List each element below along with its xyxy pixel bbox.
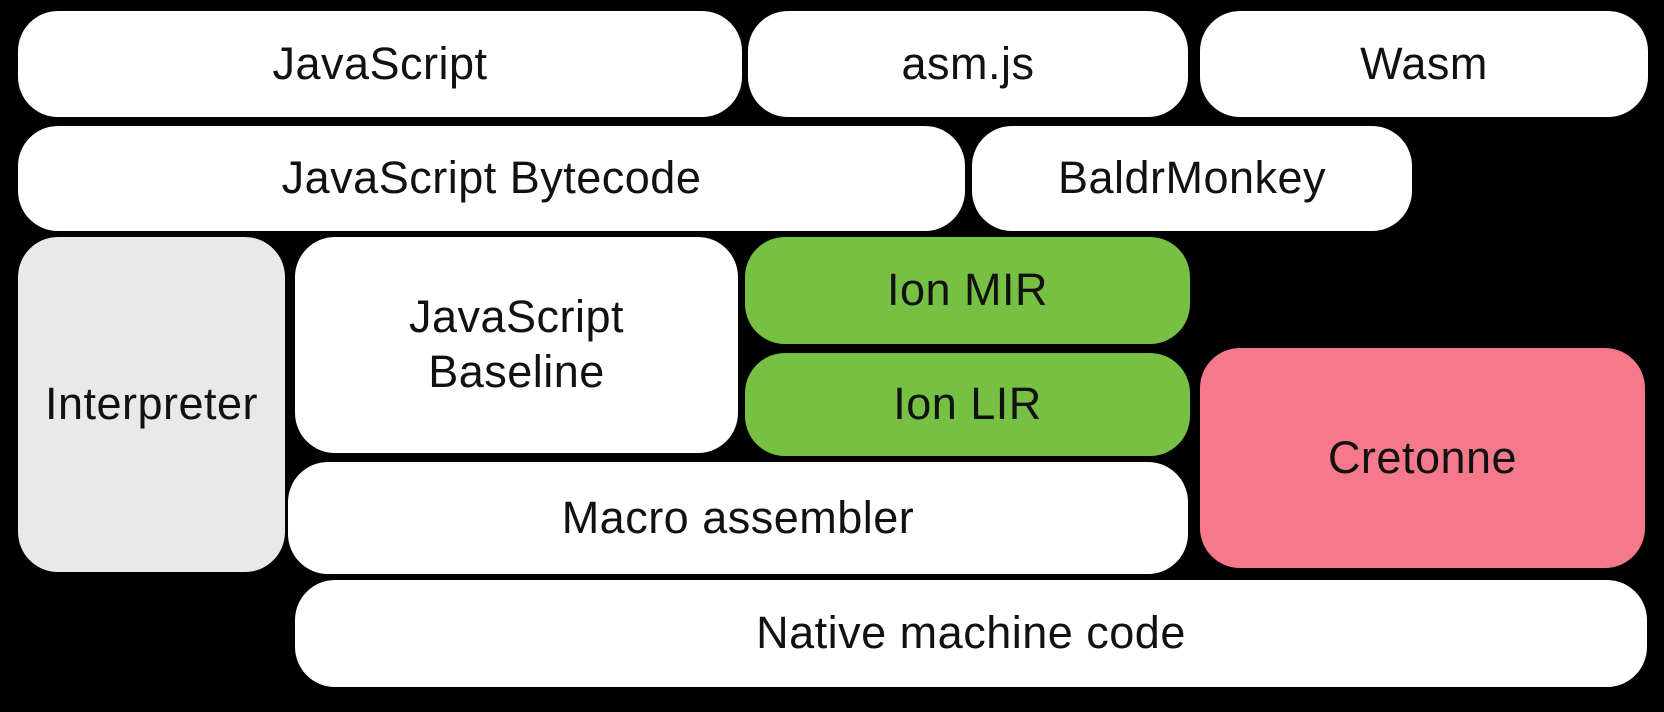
box-ion-mir-label: Ion MIR — [886, 264, 1049, 316]
box-ion-lir: Ion LIR — [745, 353, 1190, 456]
box-macro-assembler-label: Macro assembler — [561, 491, 915, 543]
box-native-machine-code: Native machine code — [295, 580, 1647, 687]
box-interpreter: Interpreter — [18, 237, 285, 572]
box-javascript: JavaScript — [18, 11, 742, 117]
box-javascript-bytecode-label: JavaScript Bytecode — [281, 152, 702, 204]
box-javascript-label: JavaScript — [272, 37, 488, 89]
box-asmjs: asm.js — [748, 11, 1188, 117]
box-javascript-bytecode: JavaScript Bytecode — [18, 126, 965, 231]
box-asmjs-label: asm.js — [901, 37, 1035, 89]
box-javascript-baseline-line1: JavaScript — [408, 291, 625, 343]
box-baldrmonkey-label: BaldrMonkey — [1057, 152, 1327, 204]
box-wasm: Wasm — [1200, 11, 1648, 117]
box-cretonne: Cretonne — [1200, 348, 1645, 568]
box-javascript-baseline-line2: Baseline — [428, 346, 605, 397]
box-macro-assembler: Macro assembler — [288, 462, 1188, 574]
box-cretonne-label: Cretonne — [1327, 431, 1518, 483]
box-baldrmonkey: BaldrMonkey — [972, 126, 1412, 231]
box-interpreter-label: Interpreter — [44, 378, 259, 430]
box-wasm-label: Wasm — [1360, 37, 1488, 89]
box-ion-mir: Ion MIR — [745, 237, 1190, 344]
box-ion-lir-label: Ion LIR — [893, 378, 1042, 430]
box-javascript-baseline: JavaScript Baseline — [295, 237, 738, 453]
box-native-machine-code-label: Native machine code — [756, 607, 1186, 659]
